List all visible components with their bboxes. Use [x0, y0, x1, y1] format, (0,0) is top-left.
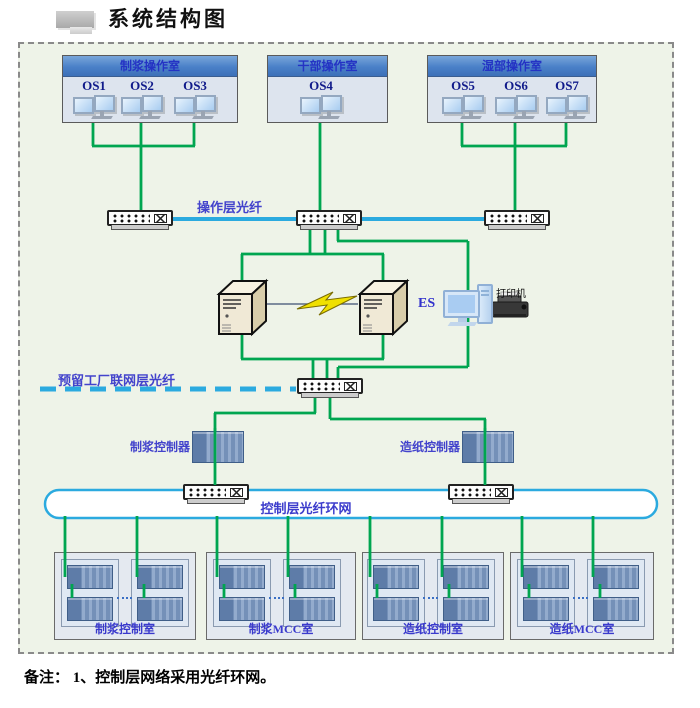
plc-rack-icon — [523, 565, 569, 589]
dual-monitor-icon — [494, 93, 538, 121]
plc-rack-icon — [523, 597, 569, 621]
workstation: OS7 — [545, 78, 589, 122]
workstation: OS2 — [120, 78, 164, 122]
switch-ports — [302, 214, 339, 223]
plc-rack-icon — [593, 565, 639, 589]
switch-operation-left — [107, 210, 173, 230]
plc-rack-icon — [593, 597, 639, 621]
es-monitor-icon — [443, 290, 480, 318]
plc-cabinet — [131, 559, 189, 627]
dual-monitor-icon — [299, 93, 343, 121]
es-monitor-stand — [458, 318, 467, 322]
lightning-bolt-icon — [296, 291, 358, 316]
workstation: OS4 — [299, 78, 343, 122]
switch-ports — [490, 214, 527, 223]
switch-ports — [189, 488, 226, 497]
room-paper-control: 造纸控制室 — [362, 552, 504, 640]
workstation: OS3 — [173, 78, 217, 122]
plc-rack-icon — [137, 597, 183, 621]
room-title: 制浆操作室 — [63, 56, 237, 77]
room-pulp-operation: 制浆操作室 OS1 OS2 OS3 — [62, 55, 238, 123]
plc-cabinet — [367, 559, 425, 627]
room-title: 干部操作室 — [268, 56, 387, 77]
engineer-station-label: ES — [418, 296, 436, 311]
operation-fiber-label: 操作层光纤 — [197, 200, 263, 215]
dual-monitor-icon — [120, 93, 164, 121]
plc-rack-icon — [373, 597, 419, 621]
uplink-port-icon — [344, 381, 357, 391]
uplink-port-icon — [531, 213, 544, 223]
workstation: OS6 — [494, 78, 538, 122]
plc-cabinet — [517, 559, 575, 627]
pulp-controller-plc-icon — [192, 431, 244, 463]
dual-monitor-icon — [72, 93, 116, 121]
switch-operation-center — [296, 210, 362, 230]
room-pulp-mcc: 制浆MCC室 — [206, 552, 356, 640]
room-title: 湿部操作室 — [428, 56, 596, 77]
es-monitor-base — [447, 322, 478, 326]
switch-ports — [113, 214, 150, 223]
uplink-port-icon — [154, 213, 167, 223]
room-title: 造纸控制室 — [402, 622, 463, 636]
printer-label: 打印机 — [496, 289, 526, 300]
uplink-port-icon — [230, 487, 243, 497]
switch-plant-network — [297, 378, 363, 398]
switch-ports — [303, 382, 340, 391]
footnote-text: 1、控制层网络采用光纤环网。 — [72, 670, 276, 686]
plc-rack-icon — [443, 597, 489, 621]
plc-rack-icon — [289, 565, 335, 589]
workstation: OS1 — [72, 78, 116, 122]
control-ring-label: 控制层光纤环网 — [260, 501, 352, 516]
plc-rack-icon — [443, 565, 489, 589]
switch-operation-right — [484, 210, 550, 230]
plc-rack-icon — [137, 565, 183, 589]
plc-cabinet — [587, 559, 645, 627]
dual-monitor-icon — [545, 93, 589, 121]
uplink-port-icon — [343, 213, 356, 223]
dotted-link — [117, 597, 132, 599]
plc-cabinet — [283, 559, 341, 627]
server-icon — [357, 278, 410, 337]
paper-controller-label: 造纸控制器 — [399, 440, 460, 454]
room-title: 造纸MCC室 — [549, 622, 615, 636]
green-wires — [91, 118, 568, 433]
workstation: OS5 — [441, 78, 485, 122]
room-title: 制浆MCC室 — [248, 622, 314, 636]
footnote-prefix: 备注： — [24, 670, 70, 686]
plc-rack-icon — [67, 565, 113, 589]
dual-monitor-icon — [173, 93, 217, 121]
uplink-port-icon — [495, 487, 508, 497]
room-wet-section-operation: 湿部操作室 OS5 OS6 OS7 — [427, 55, 597, 123]
reserved-fiber-label: 预留工厂联网层光纤 — [58, 373, 176, 388]
plc-cabinet — [437, 559, 495, 627]
room-pulp-control: 制浆控制室 — [54, 552, 196, 640]
switch-ring-right — [448, 484, 514, 504]
plc-rack-icon — [219, 565, 265, 589]
plc-rack-icon — [219, 597, 265, 621]
footnote: 备注： 1、控制层网络采用光纤环网。 — [24, 666, 275, 687]
room-paper-mcc: 造纸MCC室 — [510, 552, 654, 640]
plc-rack-icon — [67, 597, 113, 621]
plc-cabinet — [213, 559, 271, 627]
plc-rack-icon — [373, 565, 419, 589]
dotted-link — [573, 597, 588, 599]
server-icon — [216, 278, 269, 337]
dotted-link — [269, 597, 284, 599]
dotted-link — [423, 597, 438, 599]
document-section-icon — [56, 11, 94, 34]
page-title: 系统结构图 — [108, 7, 228, 31]
plc-rack-icon — [289, 597, 335, 621]
paper-controller-plc-icon — [462, 431, 514, 463]
pulp-controller-label: 制浆控制器 — [129, 440, 190, 454]
dual-monitor-icon — [441, 93, 485, 121]
room-dry-section-operation: 干部操作室 OS4 — [267, 55, 388, 123]
plc-cabinet — [61, 559, 119, 627]
switch-ports — [454, 488, 491, 497]
room-title: 制浆控制室 — [94, 622, 155, 636]
